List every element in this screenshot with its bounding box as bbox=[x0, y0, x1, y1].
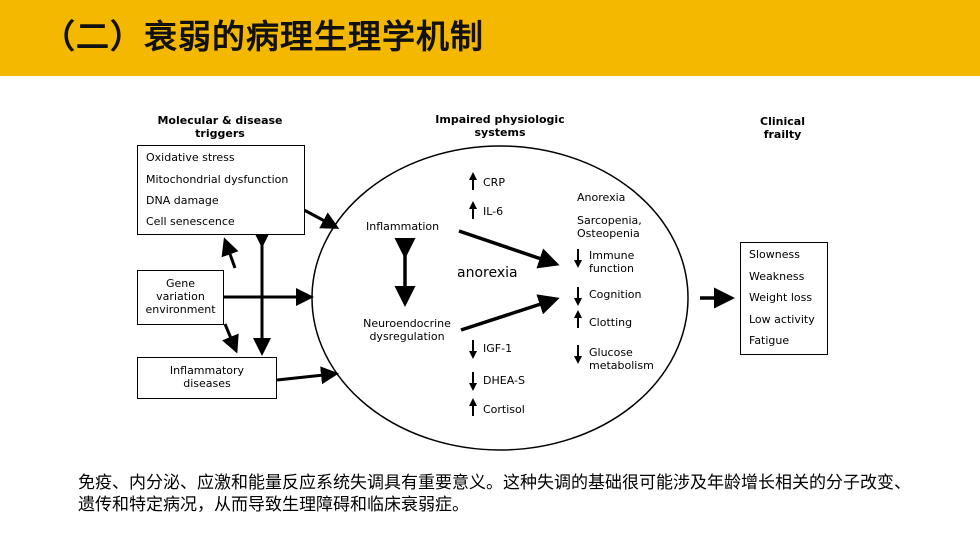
trigger-item: DNA damage bbox=[146, 194, 219, 207]
marker-il6: IL-6 bbox=[483, 205, 504, 218]
trigger-item: Cell senescence bbox=[146, 215, 235, 228]
title-bar bbox=[0, 0, 980, 76]
frailty-item: Fatigue bbox=[749, 334, 790, 347]
effect-cognition: Cognition bbox=[589, 288, 642, 301]
frailty-item: Weight loss bbox=[749, 291, 813, 304]
frailty-item: Slowness bbox=[749, 248, 800, 261]
frailty-item: Weakness bbox=[749, 270, 805, 283]
inflammation-label: Inflammation bbox=[366, 220, 440, 233]
marker-crp: CRP bbox=[483, 176, 505, 189]
frailty-item: Low activity bbox=[749, 313, 815, 326]
page-title: （二）衰弱的病理生理学机制 bbox=[42, 17, 484, 56]
anorexia-mid-label: anorexia bbox=[457, 265, 518, 281]
effect-clotting: Clotting bbox=[589, 316, 633, 329]
trigger-item: Mitochondrial dysfunction bbox=[146, 173, 289, 186]
marker-dheas: DHEA-S bbox=[483, 374, 525, 387]
caption-text: 免疫、内分泌、应激和能量反应系统失调具有重要意义。这种失调的基础很可能涉及年龄增… bbox=[78, 473, 911, 515]
trigger-item: Oxidative stress bbox=[146, 151, 235, 164]
effect-sarcopenia: Sarcopenia,Osteopenia bbox=[577, 214, 642, 240]
effect-anorexia: Anorexia bbox=[577, 191, 626, 204]
triggers-box: Oxidative stress Mitochondrial dysfuncti… bbox=[137, 145, 305, 235]
marker-igf1: IGF-1 bbox=[483, 342, 513, 355]
frailty-box: Slowness Weakness Weight loss Low activi… bbox=[740, 242, 828, 355]
marker-cortisol: Cortisol bbox=[483, 403, 525, 416]
